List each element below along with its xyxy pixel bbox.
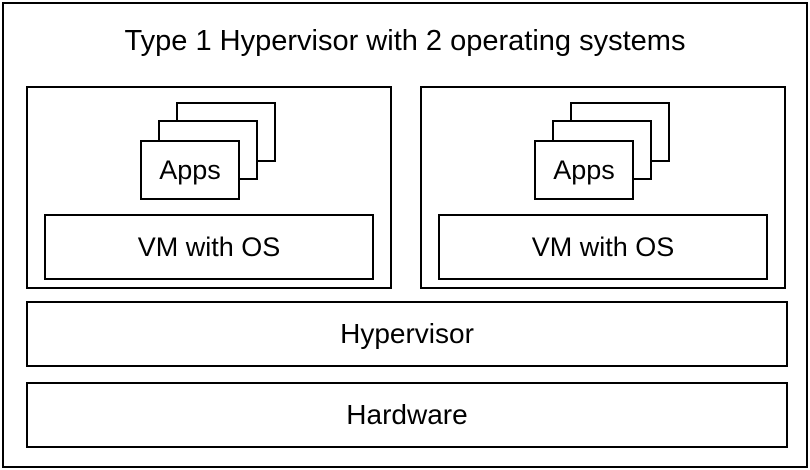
diagram-title: Type 1 Hypervisor with 2 operating syste… — [124, 25, 686, 57]
hardware-layer: Hardware — [26, 382, 788, 448]
apps-box: Apps — [140, 140, 240, 200]
apps-stack: Apps — [534, 102, 674, 204]
apps-box: Apps — [534, 140, 634, 200]
hypervisor-layer: Hypervisor — [26, 301, 788, 367]
vm-os-box: VM with OS — [44, 214, 374, 280]
vm-panel-1: Apps VM with OS — [26, 86, 392, 289]
vm-os-box: VM with OS — [438, 214, 768, 280]
apps-stack: Apps — [140, 102, 280, 204]
vm-panel-2: Apps VM with OS — [420, 86, 786, 289]
